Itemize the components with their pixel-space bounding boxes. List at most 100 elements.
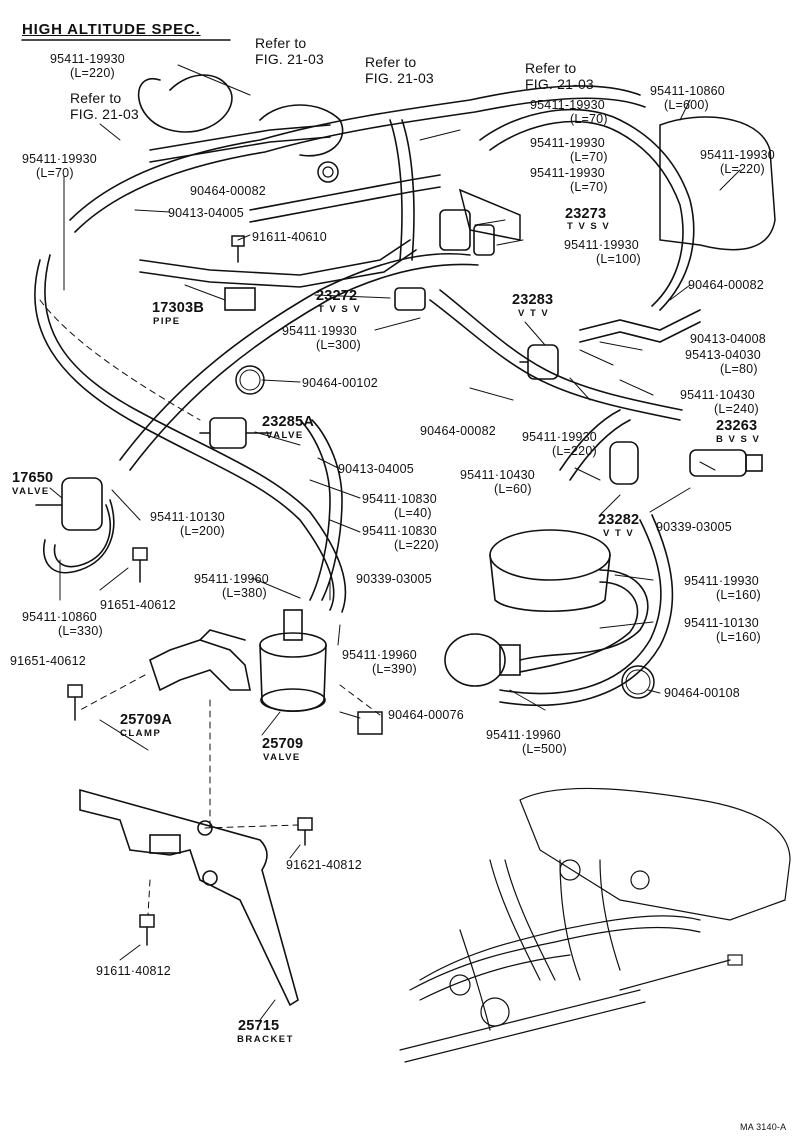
part-label: 95411·10430 <box>460 468 535 482</box>
length-label: (L=390) <box>372 662 417 676</box>
refer-to-label: Refer to <box>70 90 122 106</box>
part-label: 90413-04008 <box>690 332 766 346</box>
part-label: 90464-00082 <box>190 184 266 198</box>
length-label: (L=40) <box>394 506 432 520</box>
part-label: 90339-03005 <box>356 572 432 586</box>
length-label: (L=500) <box>522 742 567 756</box>
part-label: 95411·19930 <box>22 152 97 166</box>
part-23283-label: 23283 <box>512 292 554 308</box>
vtv-label: V T V <box>518 308 550 319</box>
part-25709-label: 25709 <box>262 736 304 752</box>
part-17303b-label: 17303B <box>152 300 204 316</box>
valve-lower <box>444 633 521 687</box>
length-label: (L=220) <box>70 66 115 80</box>
part-23285a-label: 23285A <box>262 414 314 430</box>
part-label: 95413-04030 <box>685 348 761 362</box>
part-label: 95411·19960 <box>194 572 269 586</box>
length-label: (L=220) <box>552 444 597 458</box>
clamp-label: CLAMP <box>120 728 162 739</box>
part-label: 95411-10860 <box>650 84 725 98</box>
pipe-label: PIPE <box>153 316 181 327</box>
part-label: 95411-10130 <box>684 616 759 630</box>
clamp-25709A <box>149 629 251 692</box>
part-label: 95411·10860 <box>22 610 97 624</box>
part-label: 90464-00082 <box>688 278 764 292</box>
part-label: 95411·10830 <box>362 524 437 538</box>
part-label: 90413-04005 <box>168 206 244 220</box>
refer-to-label: Refer to <box>255 35 307 51</box>
refer-to-label: Refer to <box>525 60 577 76</box>
part-17650-label: 17650 <box>12 470 54 486</box>
part-label: 95411·19960 <box>342 648 417 662</box>
part-label: 95411-19930 <box>530 166 605 180</box>
part-label: 90464-00076 <box>388 708 464 722</box>
length-label: (L=330) <box>58 624 103 638</box>
part-23273-label: 23273 <box>565 206 607 222</box>
connector-17303b <box>224 287 256 311</box>
valve-label: VALVE <box>263 752 301 763</box>
valve-25709 <box>259 609 327 713</box>
part-label: 95411-19930 <box>50 52 125 66</box>
refer-fig-label: FIG. 21-03 <box>70 106 139 122</box>
bolts <box>67 235 383 946</box>
valve-23273-tvsv <box>439 209 495 256</box>
length-label: (L=60) <box>494 482 532 496</box>
part-label: 95411·19930 <box>522 430 597 444</box>
part-label: 95411-19930 <box>700 148 775 162</box>
part-label: 95411·19930 <box>564 238 639 252</box>
length-label: (L=160) <box>716 630 761 644</box>
part-label: 95411·10130 <box>150 510 225 524</box>
valve-23282-vtv <box>609 441 639 485</box>
length-label: (L=300) <box>316 338 361 352</box>
part-label: 95411·10430 <box>680 388 755 402</box>
length-label: (L=70) <box>36 166 74 180</box>
valve-17650 <box>35 477 103 531</box>
length-label: (L=70) <box>570 180 608 194</box>
hose-loop <box>137 74 233 133</box>
refer-fig-label: FIG. 21-03 <box>365 70 434 86</box>
part-23263-label: 23263 <box>716 418 758 434</box>
part-label: 90413-04005 <box>338 462 414 476</box>
bracket-25715 <box>79 788 299 1007</box>
tvsv-label: T V S V <box>567 221 611 232</box>
part-label: 95411-19930 <box>530 98 605 112</box>
length-label: (L=80) <box>720 362 758 376</box>
length-label: (L=70) <box>570 150 608 164</box>
part-label: 95411·19960 <box>486 728 561 742</box>
part-label: 95411·10830 <box>362 492 437 506</box>
part-label: 90339-03005 <box>656 520 732 534</box>
part-23282-label: 23282 <box>598 512 640 528</box>
part-label: 91611-40610 <box>252 230 327 244</box>
valve-23272-tvsv <box>394 287 426 311</box>
part-label: 95411·19930 <box>282 324 357 338</box>
part-label: 91651-40612 <box>10 654 86 668</box>
refer-to-label: Refer to <box>365 54 417 70</box>
part-23272-label: 23272 <box>316 288 358 304</box>
length-label: (L=600) <box>664 98 709 112</box>
part-label: 91621-40812 <box>286 858 362 872</box>
main-hoses <box>34 85 701 707</box>
engine-overview-inset <box>399 787 791 1063</box>
figure-code: MA 3140-A <box>740 1122 787 1132</box>
valve-label: VALVE <box>12 486 50 497</box>
vtv-label: V T V <box>603 528 635 539</box>
large-canister <box>489 529 611 613</box>
part-25715-label: 25715 <box>238 1018 280 1034</box>
length-label: (L=100) <box>596 252 641 266</box>
bracket-label: BRACKET <box>237 1034 294 1045</box>
valve-23283-vtv <box>519 344 559 380</box>
length-label: (L=200) <box>180 524 225 538</box>
refer-fig-label: FIG. 21-03 <box>255 51 324 67</box>
bvsv-label: B V S V <box>716 434 761 445</box>
part-label: 90464-00102 <box>302 376 378 390</box>
length-label: (L=220) <box>394 538 439 552</box>
tvsv-label: T V S V <box>318 304 362 315</box>
part-label: 91611·40812 <box>96 964 171 978</box>
valve-23263-bvsv <box>689 449 763 477</box>
engine-outline <box>659 116 776 251</box>
length-label: (L=70) <box>570 112 608 126</box>
part-label: 91651-40612 <box>100 598 176 612</box>
diagram-title: HIGH ALTITUDE SPEC. <box>22 21 201 38</box>
part-label: 95411-19930 <box>530 136 605 150</box>
